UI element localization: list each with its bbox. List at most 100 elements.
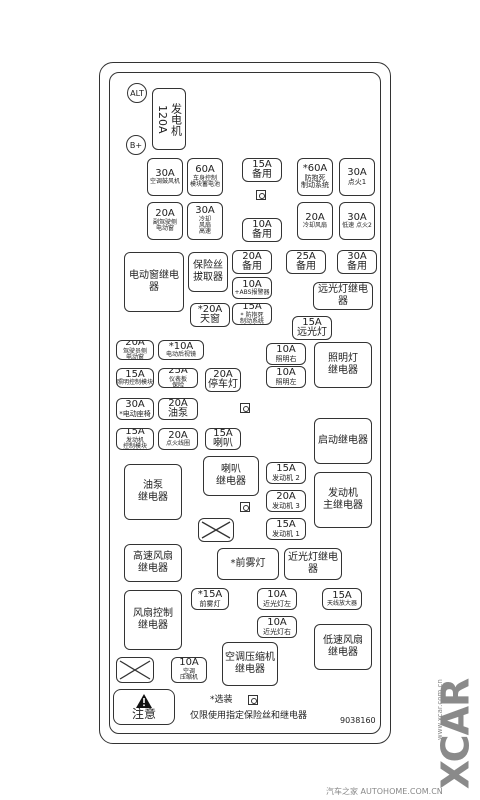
fuse-amp: 30A: [195, 205, 215, 217]
fuse-amp: 15A: [213, 428, 233, 439]
fuse-amp: *60A: [302, 163, 328, 175]
fuse-amp: 10A: [276, 367, 296, 379]
fuse-amp: 15A: [332, 589, 352, 601]
spare-slot: [116, 657, 154, 683]
fuse-amp: 15A: [252, 158, 272, 170]
fuse-label: 发动机 1: [272, 529, 300, 538]
fuse-amp: 30A: [347, 250, 367, 262]
fuse-amp: 20A: [276, 491, 296, 503]
fuse-amp: 30A: [347, 167, 367, 179]
relay-r6: 油泵继电器: [124, 464, 182, 520]
fuse-amp: 25A: [168, 368, 188, 377]
fuse-label: 点火1: [347, 177, 367, 186]
fuse-label: 远光灯: [297, 327, 327, 338]
relay-r8: 发动机主继电器: [314, 472, 372, 528]
fuse-label: 仪表板保险: [168, 375, 187, 388]
fuse-label: 空调压缩机: [179, 667, 198, 682]
fuse-label: 照明控制模块: [117, 379, 154, 387]
fuse-amp: 15A: [125, 368, 145, 380]
fuse-label: 天窗: [200, 314, 220, 325]
figure-code: 9038160: [340, 716, 376, 725]
generator-amp: 120A: [156, 104, 169, 134]
relay-r2: 保险丝拔取器: [188, 252, 228, 292]
fuse-label: 喇叭: [213, 438, 233, 449]
fuse-amp: 20A: [213, 368, 233, 380]
fuse-amp: 15A: [242, 303, 262, 313]
fuse-box-inner-frame: [109, 72, 381, 734]
caution-label: 注意: [131, 706, 156, 721]
fuse-label: 副驾驶侧电动窗: [152, 218, 177, 233]
fuse-label: 照明左: [275, 377, 297, 386]
fuse-label: 前雾灯: [199, 599, 221, 608]
fuse-amp: 30A: [347, 211, 367, 223]
fuse-label: 备用: [347, 261, 367, 272]
relay-r12: 风扇控制继电器: [124, 590, 182, 650]
generator-label: 发电机: [169, 102, 183, 136]
fuse-label: +ABS报警器: [234, 289, 270, 297]
relay-r1: 电动窗继电器: [124, 252, 184, 312]
optional-note: *选装: [210, 695, 233, 705]
fuse-label: 低速 点火2: [342, 222, 372, 230]
fuse-label: 发动机 2: [272, 473, 300, 482]
fuse-label: 驾驶员侧电动窗: [122, 347, 147, 360]
generator-fuse: 120A 发电机: [152, 88, 186, 150]
autohome-footer: 汽车之家 AUTOHOME.COM.CN: [326, 787, 443, 796]
fuse-amp: 15A: [276, 463, 296, 475]
fuse-f14: 10A+ABS报警器: [232, 277, 272, 299]
fuse-label: 备用: [252, 169, 272, 180]
fuse-label: 车身控制模块蓄电池: [189, 174, 220, 189]
relay-label: 照明灯继电器: [328, 352, 358, 377]
alt-terminal: ALT: [127, 83, 147, 103]
fuse-label: *电动座椅: [119, 409, 151, 418]
relay-label: 远光灯继电器: [318, 283, 368, 308]
fuse-amp: 15A: [125, 428, 145, 438]
relay-label: *前雾灯: [230, 557, 266, 569]
relay-label: 空调压缩机继电器: [225, 651, 275, 676]
bplus-terminal: B+: [126, 135, 146, 155]
fuse-amp: 20A: [155, 208, 175, 220]
relay-label: 保险丝拔取器: [193, 259, 223, 284]
fuse-amp: 10A: [252, 218, 272, 230]
relay-r10: *前雾灯: [217, 548, 279, 580]
fuse-label: 空调鼓风机: [149, 178, 180, 186]
connector-square: [240, 502, 250, 512]
connector-square: [248, 695, 258, 705]
relay-label: 高速风扇继电器: [133, 550, 173, 575]
fuse-amp: 10A: [242, 278, 262, 290]
relay-r9: 高速风扇继电器: [124, 544, 182, 582]
relay-label: 油泵继电器: [138, 479, 168, 504]
relay-label: 近光灯继电器: [288, 551, 338, 576]
fuse-label: 停车灯: [208, 379, 238, 390]
relay-r4: 照明灯继电器: [314, 342, 372, 388]
fuse-label: 备用: [252, 229, 272, 240]
fuse-amp: 20A: [242, 250, 262, 262]
fuse-f16: 15A* 防抱死制动系统: [232, 303, 272, 325]
connector-square: [240, 403, 250, 413]
fuse-label: 冷却风扇: [302, 222, 327, 230]
relay-label: 电动窗继电器: [129, 269, 179, 294]
fuse-amp: 30A: [125, 399, 145, 411]
connector-square: [256, 190, 266, 200]
fuse-label: 天线放大器: [326, 600, 357, 608]
